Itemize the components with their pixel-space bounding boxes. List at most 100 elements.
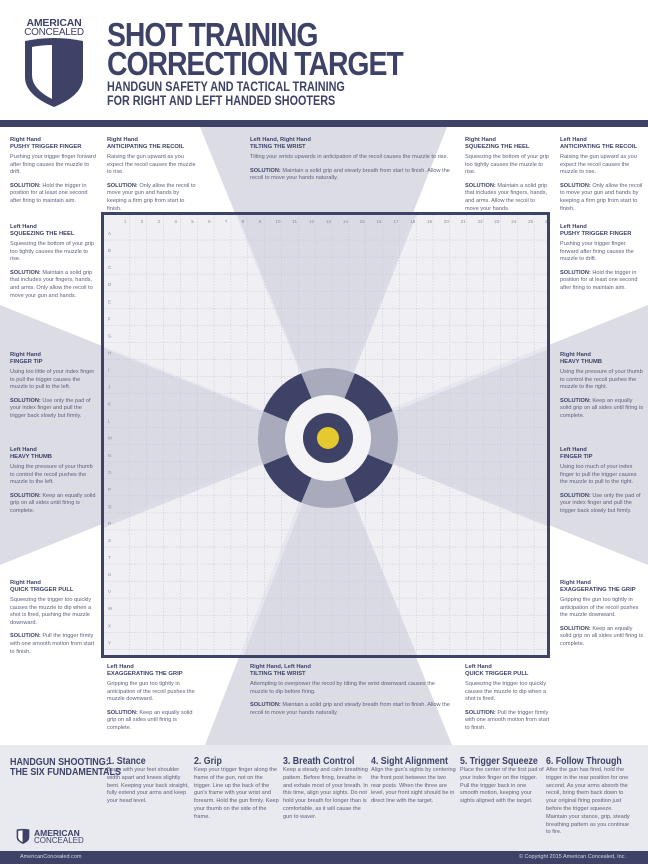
header-divider [0, 120, 648, 127]
correction-squeezing-the-heel: Right Hand SQUEEZING THE HEEL Squeezing … [465, 137, 550, 213]
copyright: © Copyright 2015 American Concealed, Inc… [518, 854, 626, 860]
solution-text: SOLUTION: Keep an equally solid grip on … [560, 625, 644, 647]
solution-text: SOLUTION: Maintain a solid grip and stea… [250, 167, 450, 182]
column-label: 20 [444, 219, 450, 224]
fundamental-body: After the gun has fired, hold the trigge… [546, 767, 630, 836]
column-label: 15 [360, 219, 366, 224]
row-label: X [108, 623, 111, 628]
row-label: K [108, 402, 111, 407]
correction-quick-trigger-pull: Left Hand QUICK TRIGGER PULL Squeezing t… [465, 664, 550, 733]
row-label: H [108, 350, 111, 355]
fundamental-title: 6. Follow Through [546, 756, 622, 767]
row-label: Q [108, 504, 112, 509]
hand-label: Left Hand [560, 224, 587, 230]
solution-text: SOLUTION: Only allow the recoil to move … [560, 182, 643, 212]
error-title: QUICK TRIGGER PULL [10, 586, 74, 593]
error-description: Raising the gun upward as you expect the… [107, 154, 196, 176]
column-label: 18 [410, 219, 416, 224]
solution-text: SOLUTION: Pull the trigger firmly with o… [465, 709, 550, 731]
footer-logo: AMERICAN CONCEALED [16, 828, 84, 845]
correction-quick-trigger-pull: Right Hand QUICK TRIGGER PULL Squeezing … [10, 580, 98, 656]
hand-label: Left Hand [10, 224, 37, 230]
error-description: Squeezing the bottom of your grip too ti… [10, 241, 94, 263]
correction-pushy-trigger-finger: Right Hand PUSHY TRIGGER FINGER Pushing … [10, 137, 100, 206]
column-label: 26 [545, 219, 547, 224]
solution-text: SOLUTION: Use only the pad of your index… [10, 397, 91, 419]
error-title: HEAVY THUMB [560, 358, 602, 365]
page-title: SHOT TRAINING CORRECTION TARGET [107, 16, 404, 82]
error-description: Pushing your trigger finger forward afte… [560, 241, 634, 263]
hand-label: Right Hand [560, 352, 591, 358]
error-title: HEAVY THUMB [10, 453, 52, 460]
error-title: QUICK TRIGGER PULL [465, 670, 529, 677]
fundamental-title: 1. Stance [107, 756, 146, 767]
column-label: 16 [377, 219, 383, 224]
logo-text: CONCEALED [24, 27, 84, 38]
wedge [328, 349, 547, 527]
error-description: Using the pressure of your thumb to cont… [560, 369, 643, 391]
fundamental-body: Keep your trigger finger along the frame… [194, 767, 279, 820]
solution-text: SOLUTION: Keep an equally solid grip on … [560, 397, 644, 419]
column-label: 7 [225, 219, 228, 224]
solution-text: SOLUTION: Only allow the recoil to move … [107, 182, 196, 212]
column-label: 24 [511, 219, 517, 224]
hand-label: Right Hand [10, 137, 41, 143]
row-label: A [108, 231, 111, 236]
page-subtitle: HANDGUN SAFETY AND TACTICAL TRAINING FOR… [107, 79, 345, 108]
hand-label: Right Hand [107, 137, 138, 143]
column-label: 22 [478, 219, 484, 224]
website-link[interactable]: AmericanConcealed.com [20, 854, 82, 860]
fundamental-title: 5. Trigger Squeeze [460, 756, 538, 767]
error-title: FINGER TIP [560, 453, 593, 460]
fundamental-body: Place the center of the first pad of you… [460, 767, 544, 805]
correction-squeezing-the-heel: Left Hand SQUEEZING THE HEEL Squeezing t… [10, 224, 98, 300]
hand-label: Left Hand, Right Hand [250, 137, 311, 143]
correction-tilting-the-wrist: Right Hand, Left Hand TILTING THE WRIST … [250, 664, 450, 717]
solution-text: SOLUTION: Pull the trigger firmly with o… [10, 633, 95, 655]
correction-pushy-trigger-finger: Left Hand PUSHY TRIGGER FINGER Pushing y… [560, 224, 645, 293]
error-description: Gripping the gun too tightly in anticipa… [107, 681, 195, 703]
row-label: W [108, 606, 113, 611]
wedge [237, 215, 417, 438]
solution-text: SOLUTION: Use only the pad of your index… [560, 492, 641, 514]
fundamental-title: 3. Breath Control [283, 756, 355, 767]
error-description: Pushing your trigger finger forward afte… [10, 154, 96, 176]
column-label: 3 [158, 219, 161, 224]
row-label: V [108, 589, 111, 594]
column-label: 6 [208, 219, 211, 224]
row-label: N [108, 453, 111, 458]
row-label: E [108, 299, 111, 304]
correction-tilting-the-wrist: Left Hand, Right Hand TILTING THE WRIST … [250, 137, 450, 183]
hand-label: Left Hand [107, 664, 134, 670]
hand-label: Right Hand [465, 137, 496, 143]
column-label: 9 [259, 219, 262, 224]
wedge [244, 438, 417, 655]
solution-text: SOLUTION: Maintain a solid grip and stea… [250, 702, 450, 716]
logo-text: CONCEALED [34, 835, 84, 845]
solution-text: SOLUTION: Maintain a solid grip that inc… [10, 269, 93, 299]
row-label: M [108, 436, 112, 441]
logo-text: AMERICAN [26, 17, 82, 29]
column-label: 5 [191, 219, 194, 224]
error-title: SQUEEZING THE HEEL [465, 143, 530, 150]
hand-label: Left Hand [560, 447, 587, 453]
wedge [104, 348, 328, 528]
row-label: C [108, 265, 112, 270]
solution-text: SOLUTION: Keep an equally solid grip on … [10, 492, 96, 514]
error-title: TILTING THE WRIST [250, 670, 306, 677]
error-title: TILTING THE WRIST [250, 143, 306, 150]
row-label: D [108, 282, 112, 287]
correction-exaggerating-the-grip: Right Hand EXAGGERATING THE GRIP Grippin… [560, 580, 645, 649]
column-label: 21 [461, 219, 467, 224]
error-description: Raising the gun upward as you expect the… [560, 154, 637, 176]
hand-label: Right Hand [10, 352, 41, 358]
error-description: Tilting your wrists upwards in anticipat… [250, 154, 449, 160]
error-description: Using too much of your index finger to p… [560, 464, 637, 486]
row-label: L [108, 419, 111, 424]
bullseye [317, 427, 339, 449]
